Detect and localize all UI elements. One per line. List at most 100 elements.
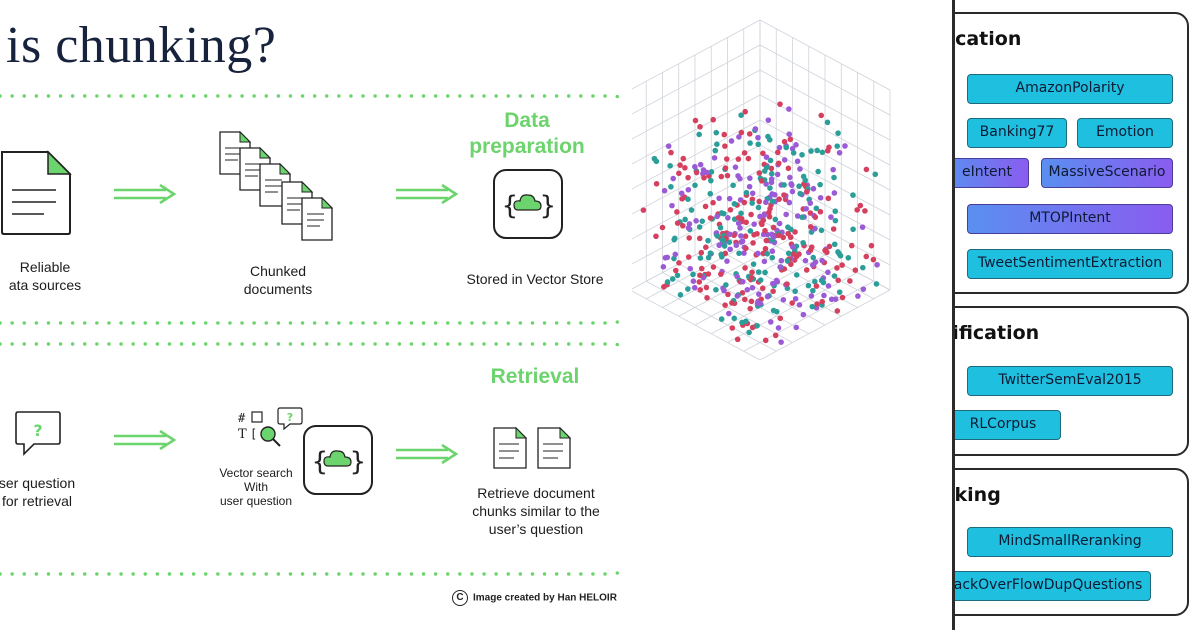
scatter-point (804, 188, 810, 195)
scatter-point (831, 174, 837, 181)
scatter-point (807, 200, 814, 206)
scatter-point (784, 257, 791, 264)
scatter-point (835, 277, 842, 284)
scatter-point (793, 272, 800, 278)
task-pill-emotion[interactable]: Emotion (1077, 118, 1173, 148)
scatter-point (807, 223, 814, 230)
task-pill-twittersemeval2015[interactable]: TwitterSemEval2015 (967, 366, 1173, 396)
scatter-point (679, 195, 685, 202)
task-pill-tweetsentimentextraction[interactable]: TweetSentimentExtraction (967, 249, 1173, 279)
scatter-point (762, 227, 768, 234)
scatter-point (732, 164, 739, 170)
scatter-point (661, 187, 668, 194)
scatter-point (747, 140, 753, 146)
scatter-point (810, 254, 817, 261)
scatter-point (710, 264, 717, 270)
task-pill-stackoverflowdupquestions[interactable]: ackOverFlowDupQuestions (955, 571, 1151, 601)
scatter-point (742, 265, 748, 271)
scatter-point (802, 177, 809, 184)
scatter-point (788, 226, 794, 233)
vector-store-icon: { } (493, 169, 563, 239)
arrow-right-icon (114, 430, 176, 450)
scatter-point (830, 166, 836, 173)
scatter-point (725, 214, 731, 221)
scatter-point (809, 303, 816, 310)
scatter-point (730, 182, 736, 189)
scatter-point (821, 292, 827, 299)
scatter-point (703, 284, 710, 291)
scatter-point (769, 248, 776, 255)
scatter-point (738, 129, 745, 136)
grid-line (629, 94, 761, 166)
scatter-point (697, 123, 703, 130)
scatter-point (718, 316, 725, 322)
scatter-point (835, 130, 841, 136)
task-pill-banking77[interactable]: Banking77 (967, 118, 1067, 148)
scatter-point (780, 234, 787, 241)
scatter-point (727, 207, 734, 213)
scatter-point (690, 278, 697, 284)
scatter-point (718, 210, 725, 216)
scatter-point (746, 131, 753, 137)
scatter-point (778, 339, 784, 345)
scatter-point (735, 220, 742, 227)
bottom-dotted-separator (0, 564, 626, 576)
document-icon (1, 150, 72, 235)
scatter-point (855, 293, 861, 299)
task-pill-rlcorpus[interactable]: RLCorpus (955, 410, 1061, 440)
scatter-point (781, 138, 788, 145)
scatter-point (724, 258, 730, 264)
scatter-point (765, 117, 772, 123)
scatter-point (696, 131, 702, 138)
scatter-point (789, 188, 796, 195)
scatter-point (728, 138, 735, 144)
scatter-point (781, 182, 787, 188)
scatter-point (758, 178, 765, 184)
grid-line (629, 119, 761, 191)
scatter-point (739, 238, 746, 245)
scatter-point (783, 211, 789, 218)
scatter-point (676, 260, 682, 266)
scatter-point (724, 172, 731, 179)
task-pill-mindsmallreranking[interactable]: MindSmallReranking (967, 527, 1173, 557)
scatter-point (736, 250, 742, 257)
scatter-point (803, 267, 810, 273)
scatter-point (834, 265, 840, 271)
scatter-point (685, 196, 691, 202)
scatter-point (787, 174, 793, 181)
card-title: fication (955, 28, 1022, 50)
scatter-point (852, 267, 859, 274)
middle-dotted-separator (0, 313, 626, 325)
task-pill-mtopintent[interactable]: MTOPIntent (967, 204, 1173, 234)
scatter-point (703, 169, 710, 176)
scatter-point (713, 129, 720, 136)
scatter-point (776, 196, 782, 202)
scatter-point (800, 311, 807, 318)
task-pill-massivescenario[interactable]: MassiveScenario (1041, 158, 1173, 188)
reliable-sources-label: Reliable ata sources (8, 259, 82, 293)
scatter-point (659, 224, 666, 231)
scatter-point (803, 206, 809, 212)
scatter-point (743, 189, 750, 196)
scatter-point (727, 231, 733, 238)
scatter-point (873, 281, 880, 287)
scatter-point (813, 205, 820, 212)
scatter-point (818, 277, 825, 284)
scatter-point (757, 277, 764, 283)
scatter-point (708, 169, 715, 175)
scatter-point (710, 116, 716, 123)
scatter-point (719, 237, 726, 243)
scatter-point (863, 166, 870, 173)
svg-text:#: # (238, 411, 246, 425)
question-bubble-icon: ? (15, 411, 61, 456)
task-pill-intent[interactable]: eIntent (955, 158, 1029, 188)
scatter-point (716, 195, 722, 202)
task-pill-amazonpolarity[interactable]: AmazonPolarity (967, 74, 1173, 104)
scatter-point (776, 144, 783, 151)
scatter-point (742, 296, 748, 303)
scatter-point (781, 157, 788, 163)
scatter-point (784, 281, 790, 287)
scatter-point (718, 251, 724, 258)
scatter-point (794, 213, 801, 219)
scatter-point (796, 183, 802, 190)
